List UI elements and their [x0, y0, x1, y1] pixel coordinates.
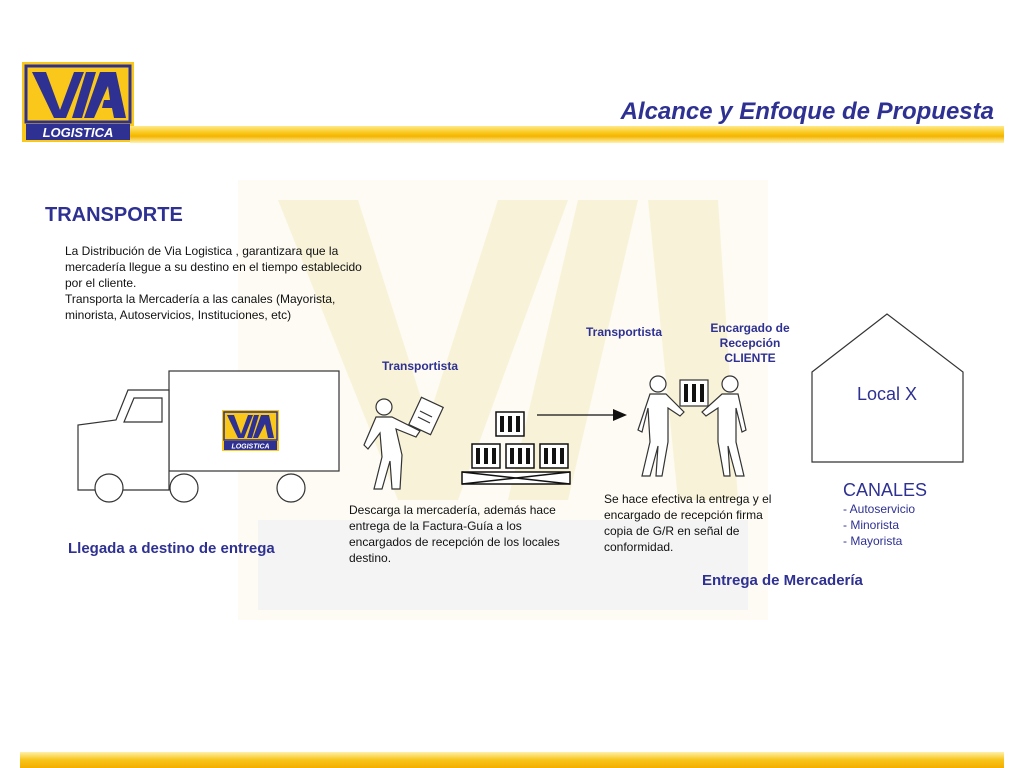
canal-item: - Autoservicio	[843, 502, 916, 516]
page-title: Alcance y Enfoque de Propuesta	[620, 98, 994, 125]
header-bar	[130, 126, 1004, 143]
canales-title: CANALES	[843, 480, 928, 500]
intro-paragraph-1: La Distribución de Via Logistica , garan…	[65, 244, 362, 290]
truck-logo-text: LOGISTICA	[231, 444, 269, 451]
transportista-label-1: Transportista	[381, 359, 459, 373]
canales-list: - Autoservicio - Minorista - Mayorista	[843, 501, 915, 549]
footer-bar	[20, 752, 1004, 768]
intro-text: La Distribución de Via Logistica , garan…	[65, 243, 370, 323]
receiver-label-line-3: CLIENTE	[724, 351, 776, 365]
receiver-label: Encargado de Recepción CLIENTE	[700, 321, 800, 366]
truck-icon	[77, 370, 340, 503]
unload-description: Descarga la mercadería, además hace entr…	[349, 503, 560, 565]
courier-person-icon	[363, 396, 445, 490]
arrow-right-icon	[537, 409, 627, 421]
caption-arrival: Llegada a destino de entrega	[68, 540, 275, 557]
pallet-boxes-icon	[461, 411, 571, 485]
section-heading: TRANSPORTE	[45, 204, 183, 226]
truck-logo: LOGISTICA	[222, 410, 279, 451]
receiver-label-line-2: Recepción	[719, 336, 781, 350]
caption-delivery: Entrega de Mercadería	[702, 572, 863, 589]
intro-paragraph-2: Transporta la Mercadería a las canales (…	[65, 292, 336, 322]
canal-item: - Minorista	[843, 518, 900, 532]
store-house-icon	[811, 313, 964, 463]
local-name: Local X	[856, 384, 918, 404]
transportista-label-2: Transportista	[585, 325, 663, 339]
canal-item: - Mayorista	[843, 534, 903, 548]
logo-text: LOGISTICA	[43, 125, 114, 140]
receiver-label-line-1: Encargado de	[710, 321, 790, 335]
via-logistica-logo: LOGISTICA	[22, 62, 134, 142]
delivery-description: Se hace efectiva la entrega y el encarga…	[604, 492, 772, 554]
handoff-people-icon	[637, 375, 747, 477]
